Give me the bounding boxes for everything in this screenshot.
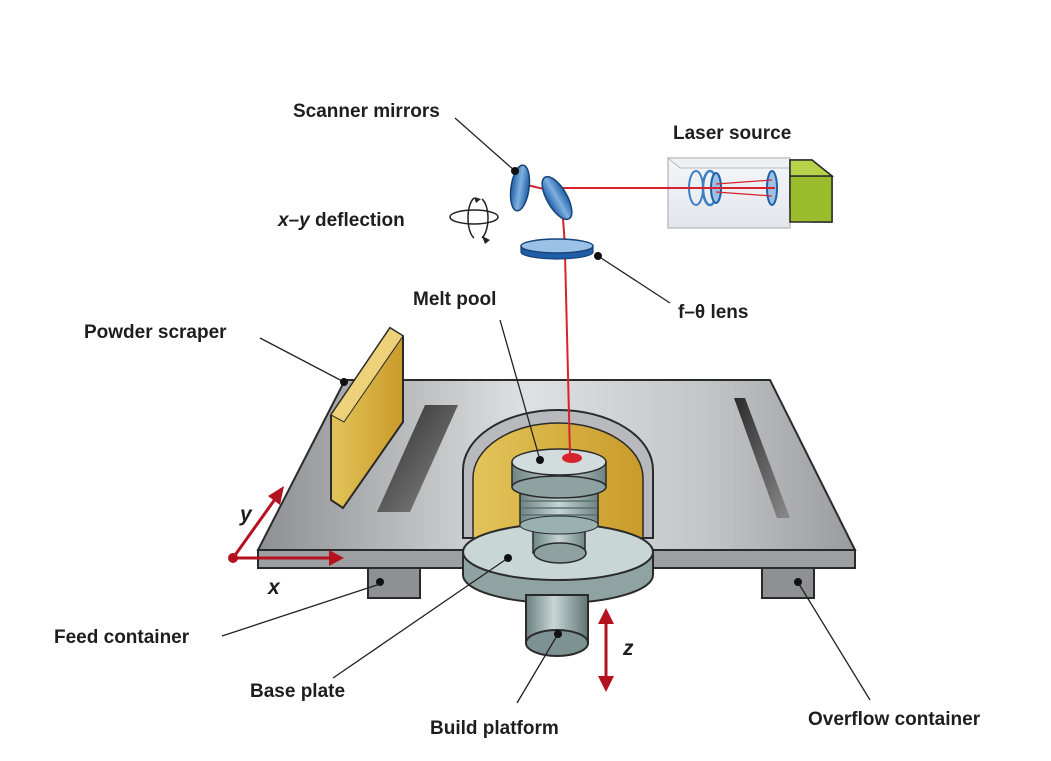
scanner-mirrors	[509, 164, 573, 221]
label-laser-source: Laser source	[673, 123, 791, 144]
melt-pool	[562, 453, 582, 463]
label-powder-scraper: Powder scraper	[84, 322, 227, 343]
rotation-icon	[449, 197, 499, 244]
label-base-plate: Base plate	[250, 681, 345, 702]
f-theta-lens	[520, 238, 594, 260]
label-xy-deflection: x–y deflection	[277, 210, 405, 231]
y-axis-label: y	[239, 503, 253, 526]
z-axis-arrow	[598, 608, 614, 692]
xy-axis-arrows	[228, 486, 344, 566]
laser-source	[666, 157, 835, 229]
overflow-container	[761, 567, 815, 599]
label-feed-container: Feed container	[54, 627, 190, 648]
feed-container	[367, 567, 421, 599]
printed-part	[511, 448, 607, 564]
x-axis-label: x	[267, 576, 281, 599]
label-f-theta-lens: f–θ lens	[678, 302, 748, 323]
label-build-platform: Build platform	[430, 718, 559, 739]
build-platform	[525, 594, 589, 657]
feed-slot	[377, 405, 458, 512]
label-overflow-container: Overflow container	[808, 709, 981, 730]
label-melt-pool: Melt pool	[413, 289, 496, 310]
overflow-slot	[734, 398, 790, 518]
leader-lines	[221, 117, 871, 704]
powder-scraper	[330, 326, 404, 510]
z-axis-label: z	[622, 637, 634, 660]
label-scanner-mirrors: Scanner mirrors	[293, 101, 440, 122]
